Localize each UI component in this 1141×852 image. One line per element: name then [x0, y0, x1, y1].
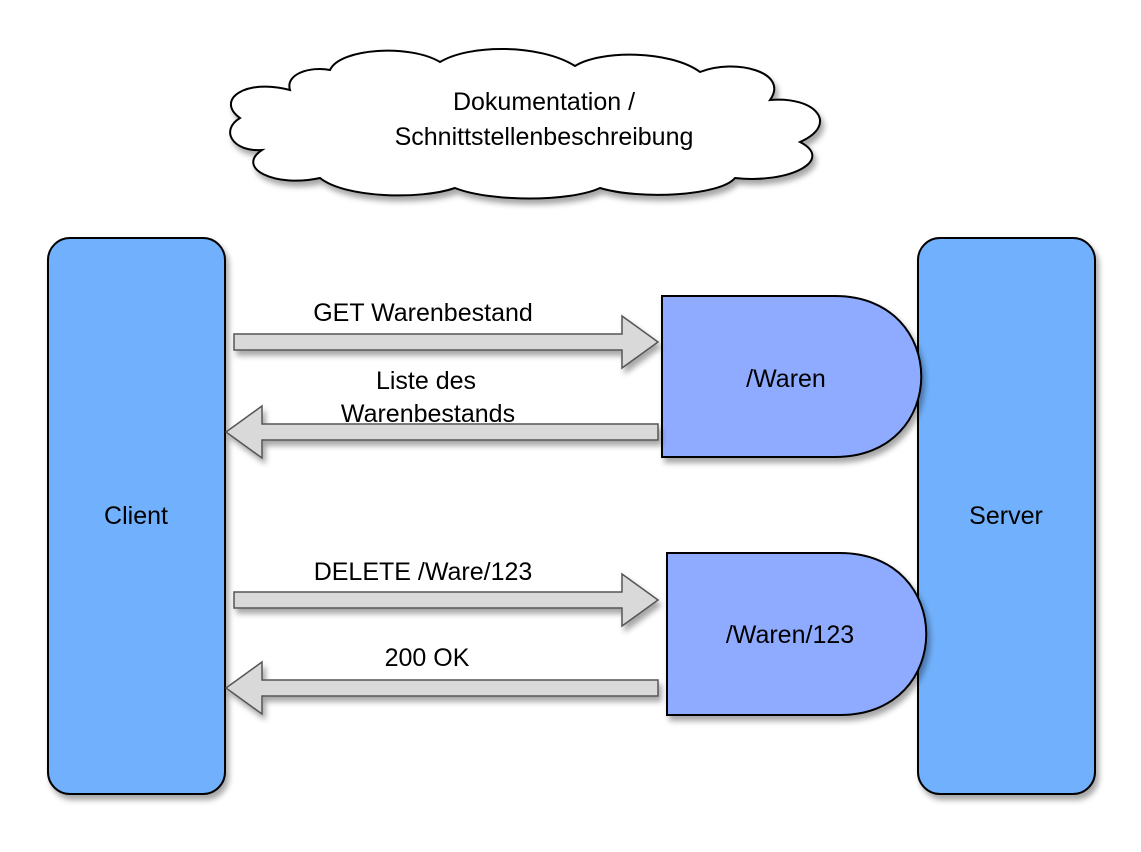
get-request-label: GET Warenbestand [313, 299, 533, 327]
resource-waren-label: /Waren [746, 365, 826, 393]
resource-waren-123-label: /Waren/123 [726, 621, 854, 649]
server-node [917, 237, 1096, 795]
get-request-arrow [233, 314, 660, 370]
delete-request-label: DELETE /Ware/123 [314, 558, 533, 586]
cloud-label-line2: Schnittstellenbeschreibung [395, 123, 694, 151]
documentation-cloud [229, 47, 821, 200]
client-node [47, 237, 226, 795]
resource-waren-shape [661, 295, 923, 458]
server-box [917, 237, 1096, 795]
arrow-right-shape [233, 314, 660, 370]
arrow-right-shape [233, 572, 660, 628]
list-response-label-line2: Warenbestands [341, 400, 515, 428]
resource-waren-123 [666, 552, 928, 716]
list-response-arrow [224, 404, 659, 460]
ok-response-label: 200 OK [385, 644, 470, 672]
resource-waren [661, 295, 923, 458]
client-box [47, 237, 226, 795]
arrow-left-shape [224, 660, 659, 716]
list-response-label-line1: Liste des [376, 367, 476, 395]
arrow-left-shape [224, 404, 659, 460]
resource-waren-123-shape [666, 552, 928, 716]
cloud-shape [229, 47, 821, 200]
ok-response-arrow [224, 660, 659, 716]
delete-request-arrow [233, 572, 660, 628]
cloud-label-line1: Dokumentation / [453, 88, 635, 116]
server-label: Server [969, 502, 1043, 530]
client-label: Client [104, 502, 168, 530]
